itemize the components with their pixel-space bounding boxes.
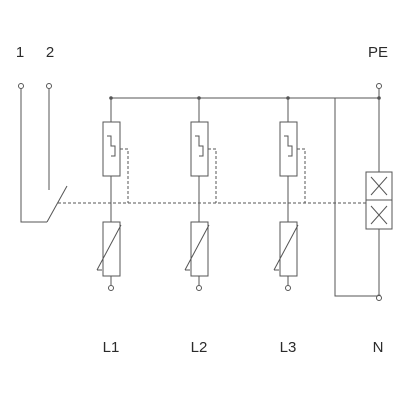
l3-disconnector-symbol (284, 135, 293, 157)
label-contact-1: 1 (16, 44, 24, 61)
l2-thermal-disconnector (190, 121, 209, 177)
l1-terminal (108, 285, 114, 291)
terminal-contact-1 (18, 83, 24, 89)
l1-varistor-slash (96, 224, 122, 271)
l2-terminal (196, 285, 202, 291)
l3-varistor (279, 221, 298, 277)
label-l1: L1 (103, 339, 120, 356)
gdt-lower-electrode-icon (370, 205, 388, 225)
contact-switch-blade (46, 185, 68, 223)
pe-terminal (376, 83, 382, 89)
terminal-contact-2 (46, 83, 52, 89)
contact-1-wire (20, 89, 47, 223)
l1-disconnector-symbol (107, 135, 116, 157)
l2-varistor (190, 221, 209, 277)
remote-signalling-contact (18, 83, 379, 223)
l3-thermal-disconnector (279, 121, 298, 177)
label-contact-2: 2 (46, 44, 54, 61)
l1-varistor (102, 221, 121, 277)
n-pe-module (334, 83, 393, 301)
phase-l2-module (184, 96, 217, 291)
l2-status-link-dashed (208, 148, 217, 203)
pe-junction (377, 96, 381, 100)
label-pe: PE (368, 44, 388, 61)
label-l3: L3 (280, 339, 297, 356)
l3-terminal (285, 285, 291, 291)
l2-disconnector-symbol (195, 135, 204, 157)
l2-junction (197, 96, 201, 100)
label-l2: L2 (191, 339, 208, 356)
l1-thermal-disconnector (102, 121, 121, 177)
l1-status-link-dashed (120, 148, 129, 203)
n-terminal (376, 295, 382, 301)
l3-junction (286, 96, 290, 100)
l3-status-link-dashed (297, 148, 306, 203)
label-n: N (373, 339, 384, 356)
l1-junction (109, 96, 113, 100)
phase-l3-module (273, 96, 306, 291)
phase-l1-module (96, 96, 129, 291)
l2-varistor-slash (184, 224, 210, 271)
pe-return-wire (334, 98, 379, 297)
gdt-upper-electrode-icon (370, 176, 388, 196)
l3-varistor-slash (273, 224, 299, 271)
